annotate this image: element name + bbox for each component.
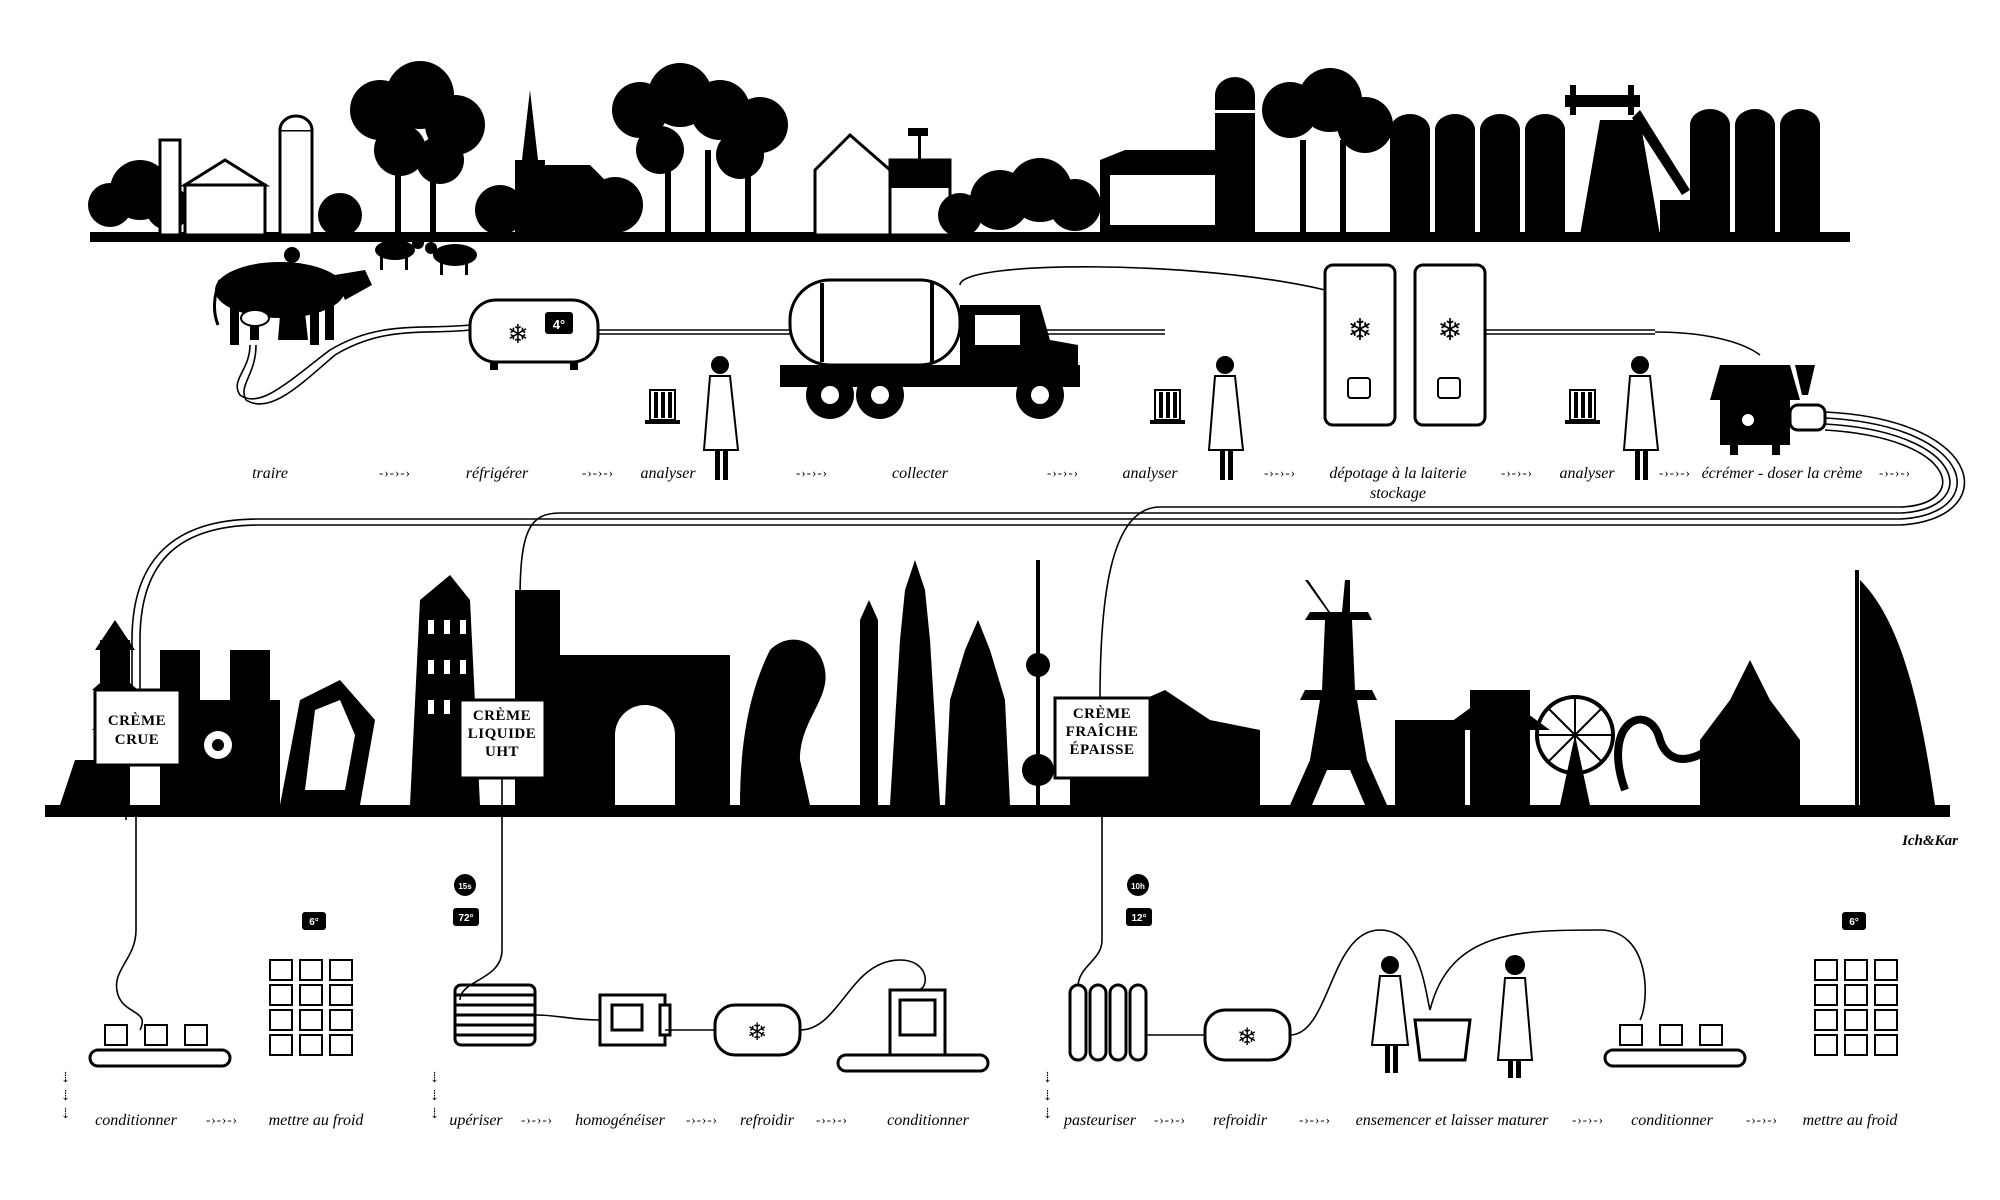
product-title-line: CRÈME bbox=[1073, 705, 1131, 722]
svg-text:15s: 15s bbox=[458, 882, 472, 891]
cup-stack-cold-b bbox=[1814, 959, 1898, 1056]
flow-arrow: -›-›-› bbox=[379, 465, 411, 480]
storage-tanks bbox=[1323, 263, 1487, 427]
flow-arrow: -›-›-› bbox=[1879, 465, 1911, 480]
uht-coil bbox=[453, 983, 537, 1047]
step-label: mettre au froid bbox=[1803, 1112, 1899, 1129]
svg-text:❄: ❄ bbox=[1437, 314, 1462, 347]
farm-building bbox=[158, 114, 314, 237]
svg-text:6°: 6° bbox=[1849, 917, 1859, 928]
product-title-line: ÉPAISSE bbox=[1070, 741, 1135, 758]
step-label: dépotage à la laiterie bbox=[1329, 465, 1466, 482]
product-title-line: UHT bbox=[485, 744, 519, 760]
product-title-line: FRAÎCHE bbox=[1066, 723, 1139, 740]
flow-arrow: -›-›-› bbox=[582, 465, 614, 480]
flow-arrow: -›-›-› bbox=[1154, 1112, 1186, 1127]
svg-text:⇣: ⇣ bbox=[1042, 1089, 1055, 1104]
step-label: analyser bbox=[1559, 465, 1615, 482]
svg-text:⇣: ⇣ bbox=[429, 1089, 442, 1104]
svg-text:⇣: ⇣ bbox=[60, 1107, 73, 1122]
bottom-process-row: 6° 15s 72° ❄ bbox=[88, 778, 1898, 1078]
milk-tanker-truck bbox=[780, 278, 1080, 419]
cup-stack-cold-a bbox=[269, 959, 353, 1056]
step-label: écrémer - doser la crème bbox=[1702, 465, 1863, 482]
product-tag-cream-raw: CRÈME CRUE bbox=[93, 688, 182, 820]
svg-text:❄: ❄ bbox=[1237, 1024, 1257, 1051]
pasteurizer bbox=[1068, 983, 1148, 1062]
step-label: analyser bbox=[640, 465, 696, 482]
step-label: conditionner bbox=[887, 1112, 970, 1129]
product-title-line: CRÈME bbox=[108, 712, 166, 729]
flow-arrow: -›-›-› bbox=[1659, 465, 1691, 480]
flow-arrow: -›-›-› bbox=[206, 1112, 238, 1127]
step-label: collecter bbox=[892, 465, 949, 482]
artist-signature: Ich&Kar bbox=[1901, 833, 1958, 849]
step-label: homogénéiser bbox=[575, 1112, 666, 1129]
product-title-line: CRUE bbox=[115, 732, 160, 748]
flow-arrow: -›-›-› bbox=[1746, 1112, 1778, 1127]
flow-arrow: -›-›-› bbox=[1047, 465, 1079, 480]
step-label: ensemencer et laisser maturer bbox=[1356, 1112, 1549, 1129]
svg-text:⇣: ⇣ bbox=[1042, 1107, 1055, 1122]
product-title-line: LIQUIDE bbox=[468, 726, 537, 742]
top-step-labels: traire -›-›-› réfrigérer -›-›-› analyser… bbox=[252, 465, 1911, 502]
step-label: upériser bbox=[449, 1112, 503, 1129]
step-label: conditionner bbox=[95, 1112, 178, 1129]
cream-separator bbox=[1710, 365, 1827, 455]
step-label: conditionner bbox=[1631, 1112, 1714, 1129]
countryside-skyline bbox=[88, 61, 1850, 242]
svg-text:⇣: ⇣ bbox=[60, 1089, 73, 1104]
svg-text:10h: 10h bbox=[1131, 882, 1145, 891]
down-arrows: ⇣ ⇣ ⇣ ⇣ ⇣ ⇣ ⇣ ⇣ ⇣ bbox=[60, 1071, 1055, 1122]
top-process-row: ❄ 4° bbox=[131, 237, 1966, 701]
filling-machine bbox=[836, 988, 990, 1073]
step-label: mettre au froid bbox=[269, 1112, 365, 1129]
svg-text:⇣: ⇣ bbox=[429, 1071, 442, 1086]
product-tag-cream-fresh: CRÈME FRAÎCHE ÉPAISSE bbox=[1053, 696, 1152, 780]
flow-arrow: -›-›-› bbox=[521, 1112, 553, 1127]
svg-text:❄: ❄ bbox=[1347, 314, 1372, 347]
svg-text:6°: 6° bbox=[309, 917, 319, 928]
farmer bbox=[278, 247, 308, 340]
milking-cow bbox=[213, 262, 372, 345]
product-title-line: CRÈME bbox=[473, 707, 531, 724]
conveyor-belt bbox=[88, 1024, 232, 1068]
snowflake-icon: ❄ bbox=[507, 319, 529, 349]
flow-arrow: -›-›-› bbox=[686, 1112, 718, 1127]
step-label: analyser bbox=[1122, 465, 1178, 482]
world-city-skyline bbox=[45, 560, 1950, 817]
step-label: traire bbox=[252, 465, 288, 482]
step-label: refroidir bbox=[740, 1112, 795, 1129]
svg-text:⇣: ⇣ bbox=[60, 1071, 73, 1086]
homogenizer bbox=[598, 993, 672, 1047]
step-sublabel: stockage bbox=[1370, 485, 1426, 502]
svg-text:12°: 12° bbox=[1131, 913, 1146, 924]
product-tag-cream-uht: CRÈME LIQUIDE UHT bbox=[458, 698, 547, 780]
flow-arrow: -›-›-› bbox=[1572, 1112, 1604, 1127]
svg-text:4°: 4° bbox=[553, 317, 565, 332]
svg-text:72°: 72° bbox=[458, 913, 473, 924]
flow-arrow: -›-›-› bbox=[1501, 465, 1533, 480]
flow-arrow: -›-›-› bbox=[1299, 1112, 1331, 1127]
svg-text:⇣: ⇣ bbox=[429, 1107, 442, 1122]
lab-analyst bbox=[645, 356, 740, 480]
step-label: réfrigérer bbox=[466, 465, 529, 482]
step-label: pasteuriser bbox=[1063, 1112, 1137, 1129]
svg-text:⇣: ⇣ bbox=[1042, 1071, 1055, 1086]
step-label: refroidir bbox=[1213, 1112, 1268, 1129]
scientists-inoculating bbox=[1370, 955, 1534, 1078]
bottom-step-labels: conditionner -›-›-› mettre au froid upér… bbox=[95, 1112, 1898, 1129]
flow-arrow: -›-›-› bbox=[796, 465, 828, 480]
flow-arrow: -›-›-› bbox=[816, 1112, 848, 1127]
silo-row bbox=[1390, 109, 1820, 235]
svg-text:❄: ❄ bbox=[747, 1019, 767, 1046]
refrigerated-tank: ❄ 4° bbox=[468, 298, 600, 370]
flow-arrow: -›-›-› bbox=[1264, 465, 1296, 480]
